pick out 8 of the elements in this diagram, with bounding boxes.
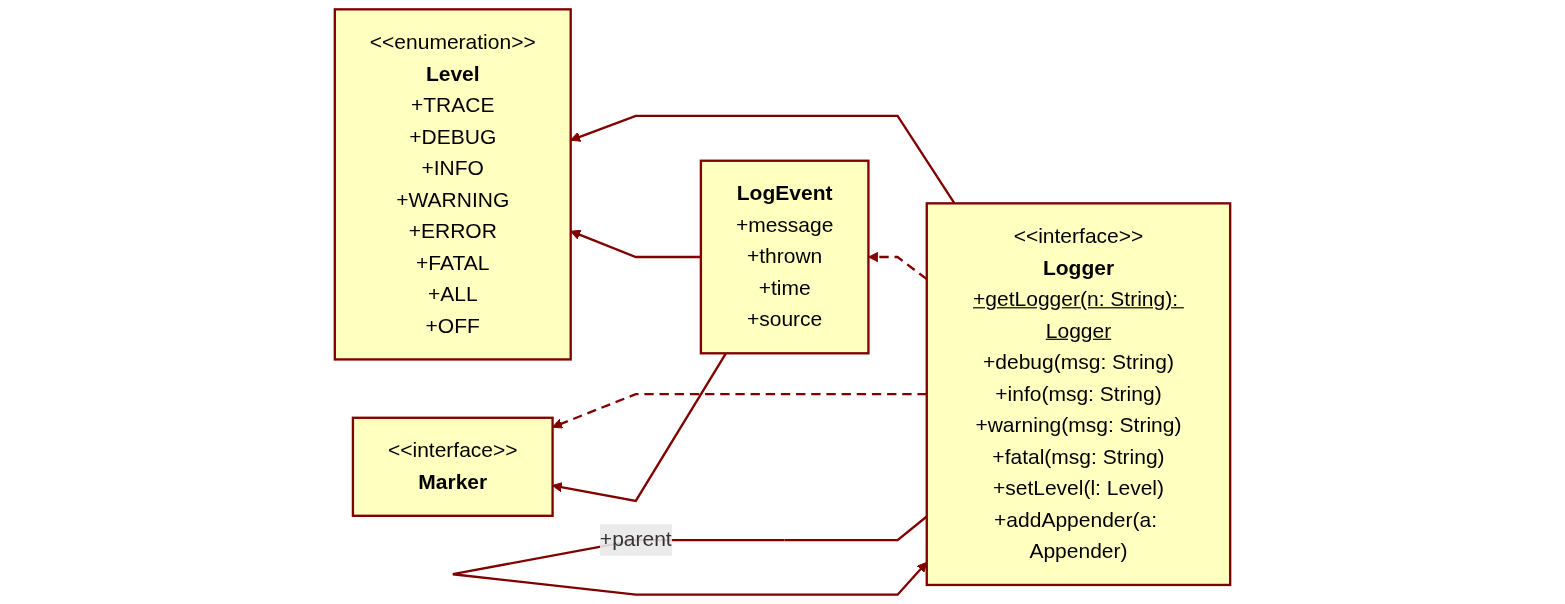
- node-box: <<enumeration>> Level +TRACE +DEBUG +INFO +WARNING +ERROR +FATAL +ALL +OFF: [333, 8, 572, 361]
- node-box: <<interface>> Marker: [351, 416, 554, 517]
- arrow: [570, 114, 956, 204]
- arrow: [552, 393, 927, 429]
- edge-label: +parent: [599, 527, 672, 552]
- node-box: <<interface>> Logger +getLogger(n: String): Logger +debug(msg: String) +info(msg: String) +warning(msg: String) +fatal(msg: String) +setLevel(l: Level) +addAppender(a: Appender): [925, 202, 1232, 587]
- arrow: [570, 229, 701, 259]
- node-box: LogEvent +message +thrown +time +source: [699, 159, 870, 355]
